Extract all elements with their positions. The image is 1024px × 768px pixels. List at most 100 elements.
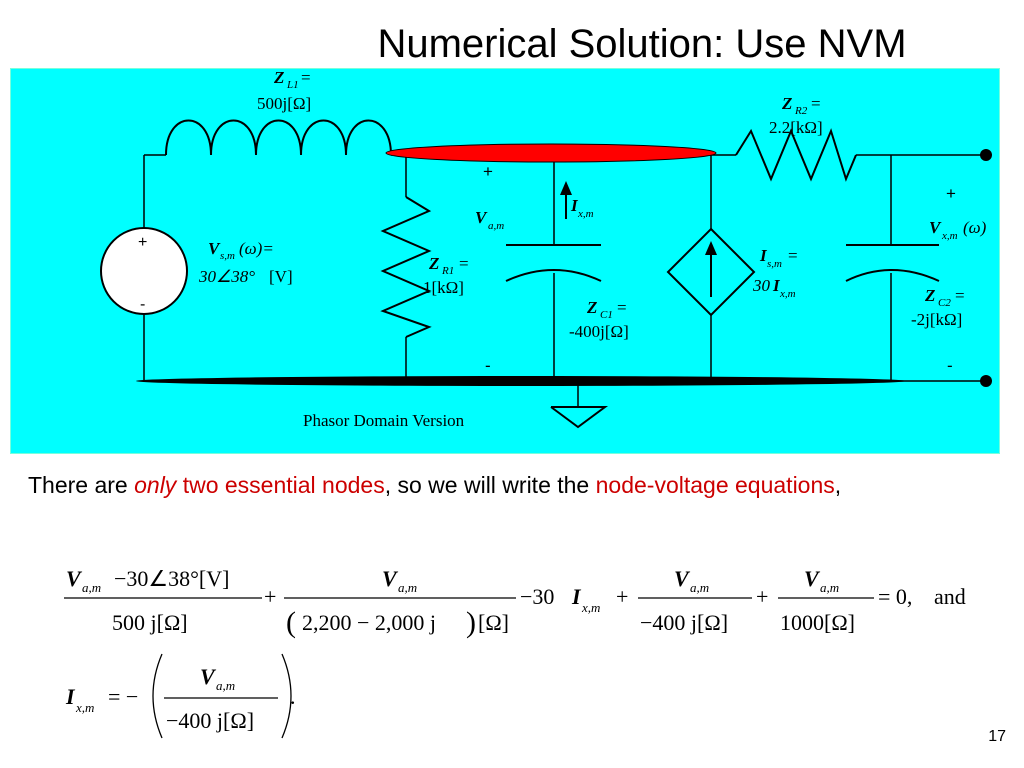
text-only: only [134, 472, 177, 498]
zr1-label: Z [428, 254, 439, 273]
zl1-label: Z [273, 69, 284, 87]
circuit-schematic: Z L1 = 500j[Ω] Z R2 = 2.2[kΩ] + - V s,m … [100, 69, 992, 430]
vxm-label: V [929, 218, 942, 237]
eq1-t2-den-unit: [Ω] [478, 610, 509, 635]
text-part-4: , so we will write the [384, 472, 596, 498]
vam-sub: a,m [488, 220, 504, 232]
capacitor-c1-plate-bottom [505, 269, 602, 282]
eq1-plus1: + [264, 584, 276, 609]
text-part-6: , [834, 472, 842, 498]
vsm-omega: (ω)= [239, 239, 274, 258]
explanation-paragraph: There are only two essential nodes, so w… [28, 470, 988, 501]
eq1-rhs: = 0, [878, 584, 912, 609]
text-essential-nodes: two essential nodes [176, 472, 385, 498]
eq1-I: I [571, 584, 582, 609]
zc2-label: Z [924, 286, 935, 305]
ism-eq: = [788, 246, 798, 265]
ism-Isub: x,m [779, 288, 796, 300]
zc1-sub: C1 [600, 309, 613, 321]
eq1-t2-rparen: ) [466, 606, 476, 639]
zc2-sub: C2 [938, 297, 951, 309]
slide-title: Numerical Solution: Use NVM [377, 22, 907, 66]
vsm-value: 30∠38° [198, 267, 255, 286]
terminal-bottom-dot [980, 375, 992, 387]
text-part-1: There are [28, 472, 135, 498]
zc2-value: -2j[kΩ] [911, 310, 962, 329]
up-arrow-icon [705, 241, 717, 255]
terminal-top-dot [980, 149, 992, 161]
eq1-t4-V: V [804, 566, 821, 591]
source-minus: - [140, 296, 145, 313]
text-node-voltage-equations: node-voltage equations [595, 472, 835, 498]
vam-plus: + [483, 162, 493, 181]
voltage-source [100, 227, 188, 315]
resistor-zr1 [380, 196, 432, 338]
zl1-sub: L1 [286, 79, 299, 91]
eq1-t3-V: V [674, 566, 691, 591]
zc2-eq: = [955, 286, 965, 305]
eq2-num-sub: a,m [216, 678, 235, 693]
circuit-diagram-panel: Z L1 = 500j[Ω] Z R2 = 2.2[kΩ] + - V s,m … [10, 68, 1000, 454]
essential-node-top-highlight [385, 143, 717, 163]
zr2-value: 2.2[kΩ] [769, 118, 823, 137]
eq1-plus3: + [756, 584, 768, 609]
ixm-sub: x,m [577, 208, 594, 220]
source-plus: + [138, 234, 147, 251]
essential-node-bottom-highlight [136, 376, 906, 386]
resistor-zr2 [735, 128, 857, 182]
vam-label: V [475, 208, 488, 227]
vxm-sub: x,m [941, 230, 958, 242]
ism-sub: s,m [767, 258, 782, 270]
vxm-omega: (ω) [963, 218, 987, 237]
circuit-caption: Phasor Domain Version [303, 411, 465, 430]
eq2-num-V: V [200, 664, 217, 689]
up-arrow-icon [560, 181, 572, 195]
zr2-sub: R2 [794, 105, 808, 117]
zr1-value: 1[kΩ] [423, 278, 464, 297]
eq1-t2-V: V [382, 566, 399, 591]
page-number: 17 [988, 728, 1006, 745]
vsm-label: V [208, 239, 221, 258]
eq1-t2-lparen: ( [286, 606, 296, 639]
eq2-lparen [152, 653, 163, 739]
eq1-t1-V: V [66, 566, 83, 591]
eq1-t3-den: −400 j[Ω] [640, 610, 728, 635]
vxm-plus: + [946, 184, 956, 203]
ixm-label: I [570, 196, 579, 215]
zl1-value: 500j[Ω] [257, 94, 311, 113]
zc1-eq: = [617, 298, 627, 317]
eq2-eq: = − [108, 684, 138, 709]
eq1-t3-sub: a,m [690, 580, 709, 595]
zc1-label: Z [586, 298, 597, 317]
eq1-I-sub: x,m [581, 600, 600, 615]
eq1-t2-den: 2,200 − 2,000 j [302, 610, 436, 635]
eq1-plus2: + [616, 584, 628, 609]
vxm-minus: - [947, 356, 953, 375]
eq1-t4-den: 1000[Ω] [780, 610, 855, 635]
eq2-period: . [290, 684, 296, 709]
ism-I: I [772, 276, 781, 295]
zr2-eq: = [811, 94, 821, 113]
zl1-eq: = [301, 69, 311, 87]
ground-icon [550, 406, 609, 429]
eq1-minus30: −30 [520, 584, 554, 609]
zr1-eq: = [459, 254, 469, 273]
eq2-I: I [65, 684, 76, 709]
zc1-value: -400j[Ω] [569, 322, 629, 341]
eq2-den: −400 j[Ω] [166, 708, 254, 733]
eq1-t1-rest: −30∠38°[V] [114, 566, 229, 591]
eq1-t1-den: 500 j[Ω] [112, 610, 188, 635]
ism-coef: 30 [752, 276, 771, 295]
eq1-t2-sub: a,m [398, 580, 417, 595]
eq2-I-sub: x,m [75, 700, 94, 715]
zr1-sub: R1 [441, 265, 454, 277]
eq1-t1-sub: a,m [82, 580, 101, 595]
capacitor-c2-plate-bottom [845, 269, 940, 282]
eq2-rparen [281, 653, 292, 739]
inductor-zl1 [165, 119, 392, 156]
ism-label: I [759, 246, 768, 265]
zr2-label: Z [781, 94, 792, 113]
vsm-unit: [V] [269, 267, 293, 286]
eq1-t4-sub: a,m [820, 580, 839, 595]
vam-minus: - [485, 356, 491, 375]
